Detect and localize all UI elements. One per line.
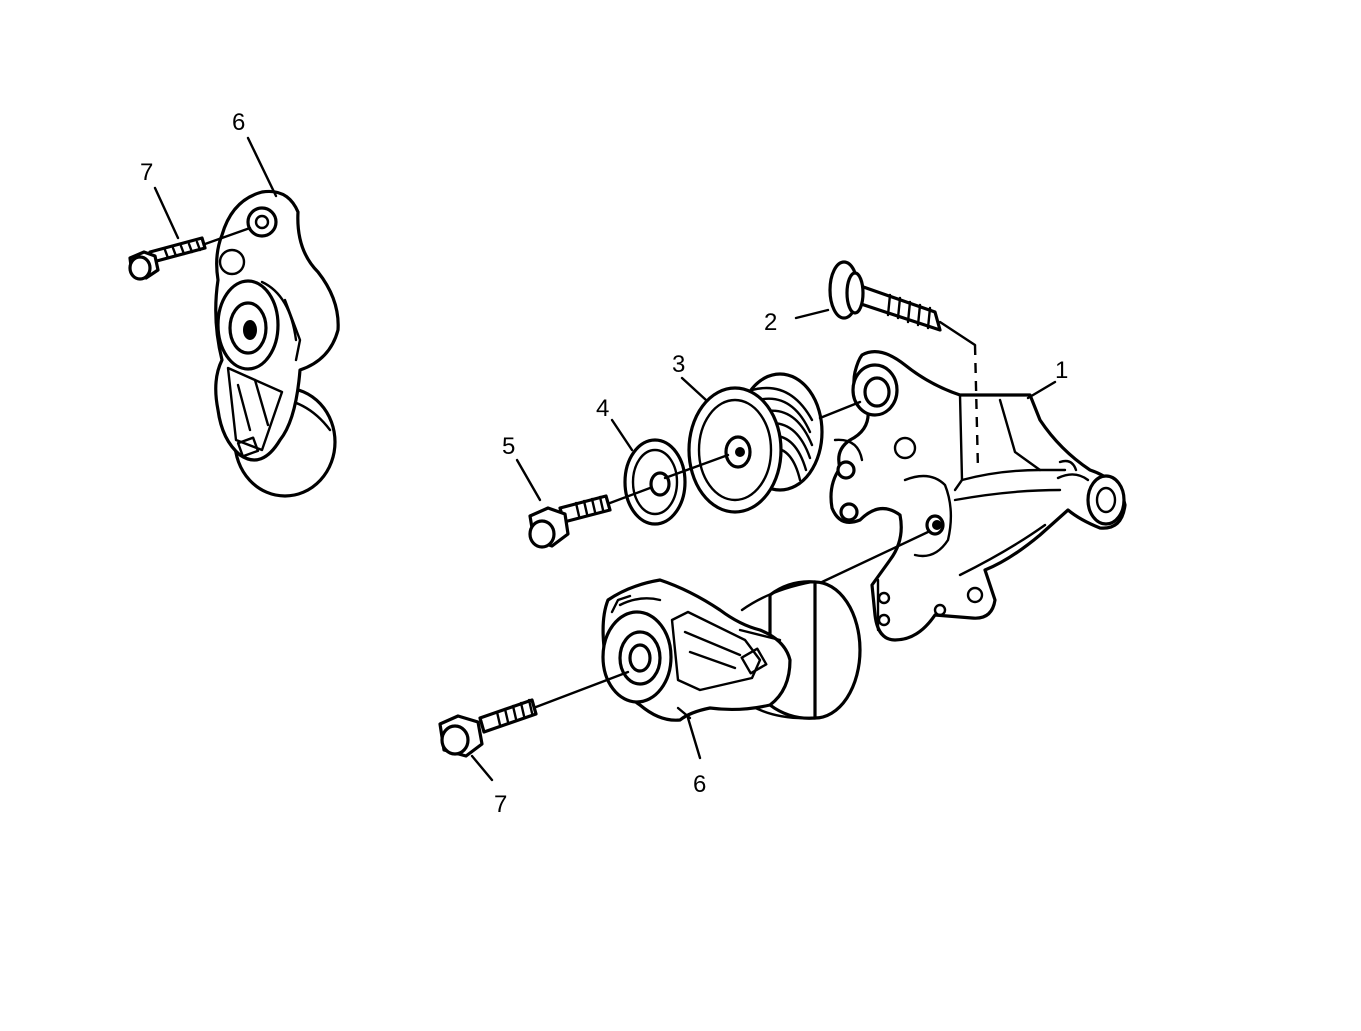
bolt-2 (828, 260, 977, 347)
bolt-5 (528, 486, 652, 549)
leader-6-bottom (686, 716, 702, 760)
callout-6-top: 6 (232, 109, 245, 136)
leader-1 (1026, 380, 1057, 400)
leader-3 (680, 376, 708, 402)
callout-7-bottom: 7 (494, 791, 507, 818)
mounting-bracket (829, 350, 1127, 642)
washer-4 (623, 438, 730, 526)
bolt-7-top (128, 226, 252, 281)
leader-7-bottom (470, 754, 494, 782)
tensioner-assembly-bottom (601, 530, 930, 722)
leader-7-top (153, 186, 180, 240)
bolt-7-bottom (438, 670, 630, 758)
callout-5: 5 (502, 433, 515, 460)
bolt-2-axis (973, 344, 980, 471)
leader-5 (515, 458, 542, 502)
callout-2: 2 (764, 309, 777, 336)
callout-6-bottom: 6 (693, 771, 706, 798)
callout-4: 4 (596, 395, 609, 422)
leader-2 (794, 308, 830, 320)
leader-4 (610, 418, 634, 452)
callout-1: 1 (1055, 357, 1068, 384)
callout-3: 3 (672, 351, 685, 378)
tensioner-assembly-top (214, 189, 340, 498)
leader-6-top (246, 136, 278, 198)
idler-pulley-3 (687, 372, 864, 514)
callout-7-top: 7 (140, 159, 153, 186)
